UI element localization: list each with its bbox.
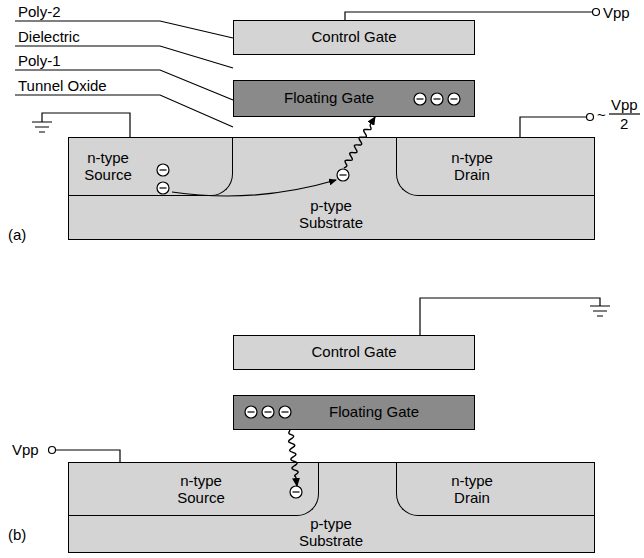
- ground-symbol: [590, 306, 610, 316]
- node-text: p-type Substrate: [291, 198, 371, 231]
- electron: [245, 406, 257, 418]
- terminal: [587, 114, 594, 121]
- substrate: p-type Substrate n-type Source n-type Drai…: [68, 462, 595, 553]
- substrate-fill: [68, 462, 595, 553]
- fraction-bar: [609, 113, 640, 114]
- electron: [157, 182, 169, 194]
- voltage-label: Vpp: [603, 4, 630, 21]
- voltage-label: Vpp: [12, 441, 39, 458]
- tunneling-arrow: [289, 430, 299, 486]
- layer-label: Poly-2: [18, 3, 61, 20]
- electron: [279, 406, 291, 418]
- drain-region: n-type Drain: [396, 463, 594, 516]
- node-text: Floating Gate: [284, 404, 464, 421]
- terminal: [49, 447, 56, 454]
- floating-gate-fill: [233, 80, 475, 117]
- substrate: p-type Substrate n-type Source n-type Drai…: [68, 137, 595, 240]
- gate-wire: [345, 12, 592, 20]
- control-gate-fill: [233, 335, 475, 370]
- floating-gate: Floating Gate: [233, 80, 475, 117]
- drain-wire: [520, 117, 586, 137]
- node-text: Floating Gate: [234, 90, 424, 107]
- electron: [431, 93, 443, 105]
- node-text: p-type Substrate: [291, 516, 371, 549]
- gate-wire: [420, 298, 600, 335]
- panel-label: (a): [8, 226, 26, 243]
- node-text: n-type Drain: [440, 150, 504, 183]
- node-text: n-type Source: [169, 473, 233, 506]
- terminal: [593, 9, 600, 16]
- electron: [157, 164, 169, 176]
- panel-label: (b): [8, 526, 26, 543]
- control-gate: Control Gate: [233, 20, 475, 55]
- layer-label: Poly-1: [18, 52, 61, 69]
- source-wire: [56, 450, 120, 462]
- electron-flow-arrow: [172, 180, 336, 196]
- node-text: Control Gate: [234, 344, 474, 361]
- electron: [262, 406, 274, 418]
- electron: [337, 169, 349, 181]
- electron: [414, 93, 426, 105]
- approx-sign: ~: [597, 106, 606, 123]
- control-gate: Control Gate: [233, 335, 475, 370]
- node-text: n-type Source: [76, 150, 140, 183]
- layer-label: Tunnel Oxide: [18, 77, 107, 94]
- node-text: Control Gate: [234, 29, 474, 46]
- source-region: n-type Source: [69, 463, 319, 516]
- tunneling-arrow: [344, 117, 375, 168]
- source-wire: [42, 113, 130, 137]
- node-text: n-type Drain: [440, 473, 504, 506]
- floating-gate: Floating Gate: [233, 395, 475, 430]
- substrate-fill: [68, 137, 595, 240]
- ground-symbol: [32, 122, 52, 132]
- source-region: n-type Source: [69, 138, 233, 196]
- electron: [448, 93, 460, 105]
- floating-gate-fill: [233, 395, 475, 430]
- divisor-label: 2: [620, 115, 628, 132]
- drain-region: n-type Drain: [396, 138, 594, 196]
- layer-label: Dielectric: [18, 28, 80, 45]
- voltage-label: Vpp: [611, 96, 638, 113]
- control-gate-fill: [233, 20, 475, 55]
- electron: [290, 486, 302, 498]
